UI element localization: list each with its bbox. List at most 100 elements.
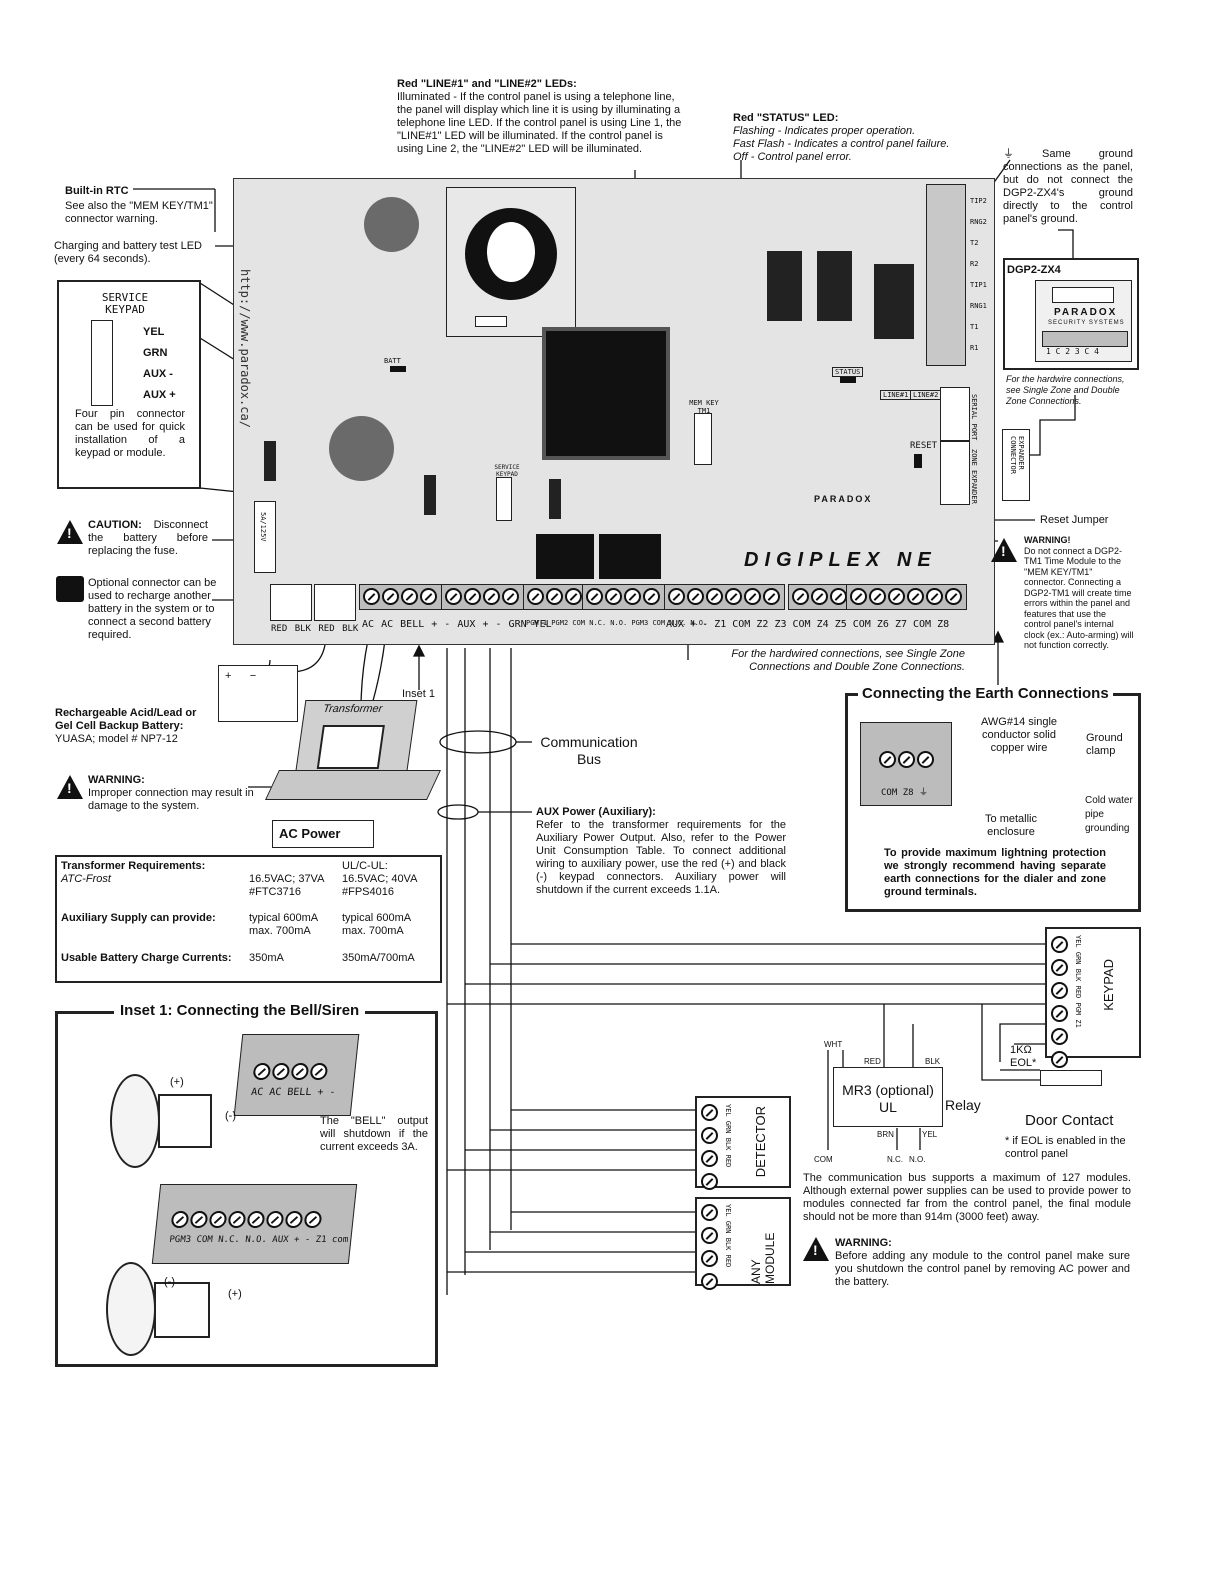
terminal-block-zones-b — [846, 584, 967, 610]
caution-body: Disconnect the battery before replacing … — [88, 519, 208, 557]
eol-resistor-label: 1KΩ EOL* — [1010, 1044, 1037, 1069]
transformer: Transformer — [294, 700, 418, 777]
ic-3 — [549, 479, 561, 519]
dgp2-terminal-labels: 1 C 2 3 C 4 — [1046, 347, 1099, 356]
warning-body: Improper connection may result in damage… — [88, 787, 254, 812]
inset-minus-bottom: (-) — [164, 1276, 175, 1288]
dgp2-connector — [1052, 287, 1114, 303]
pin-aux-plus: AUX + — [143, 389, 176, 401]
aux-power-title: AUX Power (Auxiliary): — [536, 806, 656, 818]
module-warning-icon: ! — [803, 1237, 829, 1261]
backup-battery: + − — [218, 665, 298, 722]
req-row2-b: typical 600mA max. 700mA — [342, 912, 411, 937]
keypad-screws — [1051, 936, 1070, 1074]
mem-key-connector[interactable] — [694, 413, 712, 465]
relay-yel: YEL — [922, 1130, 938, 1139]
line-leds-note: Red "LINE#1" and "LINE#2" LEDs: Illumina… — [397, 78, 682, 156]
keypad-pin-labels: YEL GRN BLK RED PGM Z1 — [1074, 935, 1082, 1028]
pin-aux-minus: AUX - — [143, 368, 173, 380]
battery-terminals-icon: + − — [225, 670, 257, 682]
four-pin-note: Four pin connector can be used for quick… — [75, 408, 185, 459]
reset-jumper-label: Reset Jumper — [1040, 514, 1109, 526]
mem-key-label: MEM KEY TM1 — [689, 399, 719, 415]
zone-expander-label: ZONE EXPANDER — [970, 449, 978, 504]
dgp2-zx4-zoom: DGP2-ZX4 PARADOX SECURITY SYSTEMS 1 C 2 … — [1003, 258, 1139, 370]
earth-com: COM — [881, 788, 898, 798]
earth-metallic: To metallic enclosure — [985, 813, 1037, 838]
earth-connections-panel: Connecting the Earth Connections COM Z8 … — [845, 685, 1141, 912]
service-keypad-title: SERVICE KEYPAD — [101, 291, 149, 316]
mr3-relay: MR3 (optional) UL — [833, 1067, 943, 1127]
siren-body-bottom — [154, 1282, 210, 1338]
relay-no: N.O. — [909, 1155, 926, 1164]
inset-plus-top: (+) — [170, 1076, 184, 1088]
caution-note: CAUTION: Disconnect the battery before r… — [88, 519, 208, 558]
dgp2-board: PARADOX SECURITY SYSTEMS 1 C 2 3 C 4 — [1035, 280, 1132, 362]
battery-connector-1[interactable] — [270, 584, 312, 621]
req-row3-label: Usable Battery Charge Currents: — [61, 952, 232, 964]
battery-connector-2[interactable] — [314, 584, 356, 621]
earth-terminal-block: COM Z8 ⏚ — [860, 722, 952, 806]
expander-connector[interactable]: EXPANDER CONNECTOR — [1002, 429, 1030, 501]
reset-jumper[interactable] — [914, 454, 922, 468]
status-off: Off - Control panel error. — [733, 151, 852, 163]
board-brand: PARADOX — [814, 494, 873, 504]
ac-power-label: AC Power — [279, 826, 341, 841]
battery-title: Rechargeable Acid/Lead or Gel Cell Backu… — [55, 707, 197, 732]
earth-cold-water: Cold water pipe grounding — [1085, 795, 1133, 834]
bus-note: The communication bus supports a maximum… — [803, 1172, 1131, 1223]
terminal-labels-zones: AUX + - Z1 COM Z2 Z3 COM Z4 Z5 COM Z6 Z7… — [666, 619, 950, 630]
door-contact-label: Door Contact — [1025, 1112, 1114, 1129]
zone-expander-connector[interactable] — [940, 441, 970, 505]
inset-plus-bottom: (+) — [228, 1288, 242, 1300]
cpu-chip — [542, 327, 670, 460]
relay-wht: WHT — [824, 1040, 843, 1049]
terminal-block-zones-a — [788, 584, 852, 610]
ground-note-text: Same ground connections as the panel, bu… — [1003, 148, 1134, 225]
rtc-holder — [446, 187, 576, 337]
serial-port-label: SERIAL PORT — [970, 394, 978, 441]
reset-label: RESET — [910, 441, 938, 451]
serial-port[interactable] — [940, 387, 970, 441]
req-row1-b: 16.5VAC; 40VA #FPS4016 — [342, 873, 417, 898]
battery-connector-labels: RED BLK RED BLK — [271, 624, 359, 634]
terminal-block-pgm2 — [523, 584, 587, 610]
module-warning-body: Before adding any module to the control … — [835, 1250, 1130, 1288]
relay-2 — [817, 251, 852, 321]
relay-label: Relay — [945, 1097, 981, 1113]
aux-power-body: Refer to the transformer requirements fo… — [536, 819, 786, 896]
earth-title: Connecting the Earth Connections — [858, 685, 1113, 702]
control-panel-board: http://www.paradox.ca/ BATT TIP2 RNG2 T2… — [233, 178, 1030, 645]
service-keypad-board-label: SERVICE KEYPAD — [494, 464, 520, 478]
battery-model: YUASA; model # NP7-12 — [55, 733, 178, 745]
transistor-1 — [536, 534, 594, 579]
ac-power-box: AC Power — [272, 820, 374, 848]
terminal-block-power — [359, 584, 442, 610]
detector-module: YEL GRN BLK RED DETECTOR — [695, 1096, 791, 1190]
eol-note: * if EOL is enabled in the control panel — [1005, 1135, 1126, 1160]
capacitor-2 — [329, 416, 394, 481]
status-fast-flash: Fast Flash - Indicates a control panel f… — [733, 138, 950, 150]
warning-label: WARNING: — [88, 774, 145, 786]
transformer-terminals — [316, 725, 385, 769]
telephone-terminals — [926, 184, 966, 366]
pin-grn: GRN — [143, 347, 168, 359]
telephone-labels: TIP2 RNG2 T2 R2 TIP1 RNG1 T1 R1 — [970, 197, 987, 352]
ic-1 — [264, 441, 276, 481]
memkey-warning-icon: ! — [991, 538, 1017, 562]
caution-icon: ! — [57, 520, 83, 544]
warning-icon: ! — [57, 775, 83, 799]
terminal-block-aux2 — [664, 584, 785, 610]
service-keypad-connector[interactable] — [496, 477, 512, 521]
module-warning: WARNING: Before adding any module to the… — [835, 1237, 1130, 1289]
keypad-module: YEL GRN BLK RED PGM Z1 KEYPAD — [1045, 927, 1141, 1068]
req-row3-a: 350mA — [249, 952, 284, 964]
transformer-warning: WARNING: Improper connection may result … — [88, 774, 258, 813]
transistor-2 — [599, 534, 661, 579]
relay-1 — [767, 251, 802, 321]
siren-body-top — [158, 1094, 212, 1148]
status-led-title: Red "STATUS" LED: — [733, 112, 839, 124]
req-col-ul: UL/C-UL: — [342, 860, 388, 872]
pin-labels: YEL GRN AUX - AUX + — [143, 322, 176, 406]
terminal-block-aux — [441, 584, 524, 610]
